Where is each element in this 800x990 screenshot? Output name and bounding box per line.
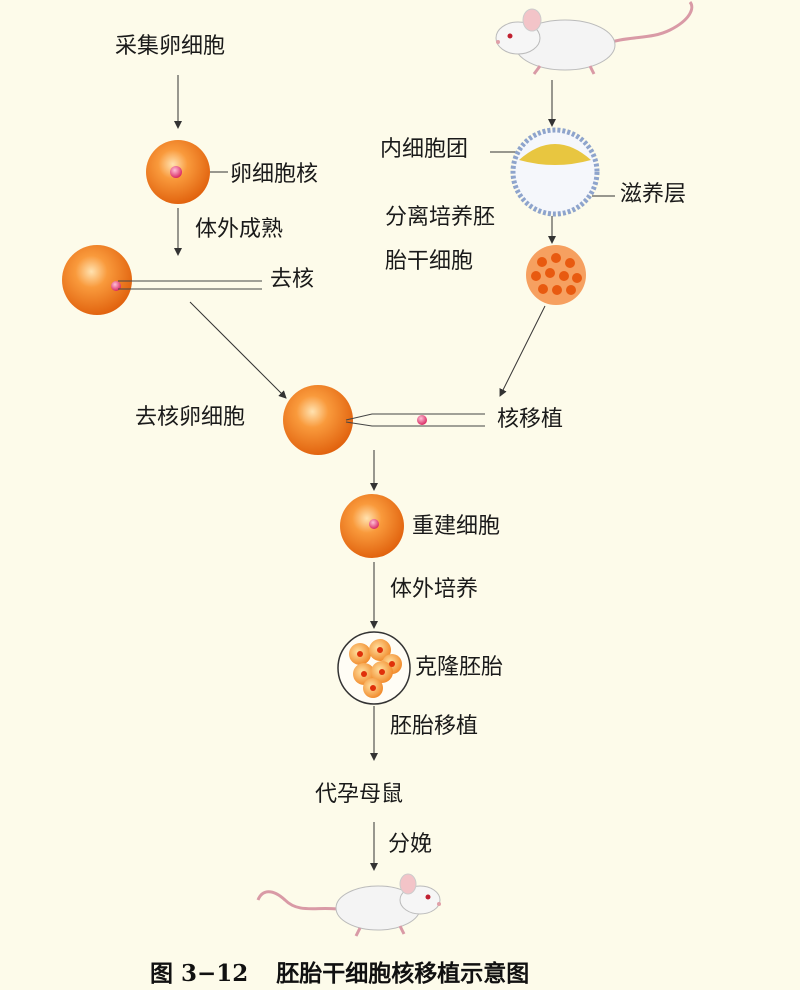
enucleated-egg-cell <box>283 385 485 455</box>
embryonic-stem-cells <box>526 245 586 305</box>
donor-nucleus <box>417 415 427 425</box>
transfer-pipette <box>345 413 485 427</box>
reconstructed-cell <box>340 494 404 558</box>
figure-title: 胚胎干细胞核移植示意图 <box>276 960 530 987</box>
label-reconstructed-cell: 重建细胞 <box>412 514 501 539</box>
matured-egg <box>62 245 262 315</box>
label-trophoblast: 滋养层 <box>620 182 687 207</box>
label-in-vitro-maturation: 体外成熟 <box>195 217 284 242</box>
blastocyst <box>510 127 600 217</box>
label-enucleation: 去核 <box>270 267 315 292</box>
enucleation-pipette <box>118 280 262 290</box>
label-surrogate-mouse: 代孕母鼠 <box>315 782 404 807</box>
cloned-embryo <box>337 631 411 705</box>
label-cloned-embryo: 克隆胚胎 <box>415 655 504 680</box>
label-egg-nucleus: 卵细胞核 <box>230 162 319 187</box>
label-embryo-transfer: 胚胎移植 <box>390 714 479 739</box>
inner-cell-mass <box>519 144 591 165</box>
label-nuclear-transfer: 核移植 <box>497 407 564 432</box>
arrow-to-enucleated <box>189 301 287 399</box>
label-enucleated-egg: 去核卵细胞 <box>135 405 246 430</box>
label-inner-cell-mass: 内细胞团 <box>380 137 469 162</box>
figure-number: 图 3−12 <box>150 960 249 987</box>
offspring-mouse <box>256 873 441 937</box>
label-isolate-culture-2: 胎干细胞 <box>385 249 474 274</box>
egg-nucleus <box>170 166 182 178</box>
label-in-vitro-culture: 体外培养 <box>390 577 479 602</box>
figure-caption: 图 3−12 胚胎干细胞核移植示意图 <box>150 954 529 988</box>
arrow-esc-to-transfer <box>499 305 546 397</box>
label-birth: 分娩 <box>388 832 433 857</box>
label-isolate-culture-1: 分离培养胚 <box>385 205 496 230</box>
label-collect-eggs: 采集卵细胞 <box>115 34 226 59</box>
donor-mouse <box>495 1 694 75</box>
egg-cell <box>146 140 210 204</box>
